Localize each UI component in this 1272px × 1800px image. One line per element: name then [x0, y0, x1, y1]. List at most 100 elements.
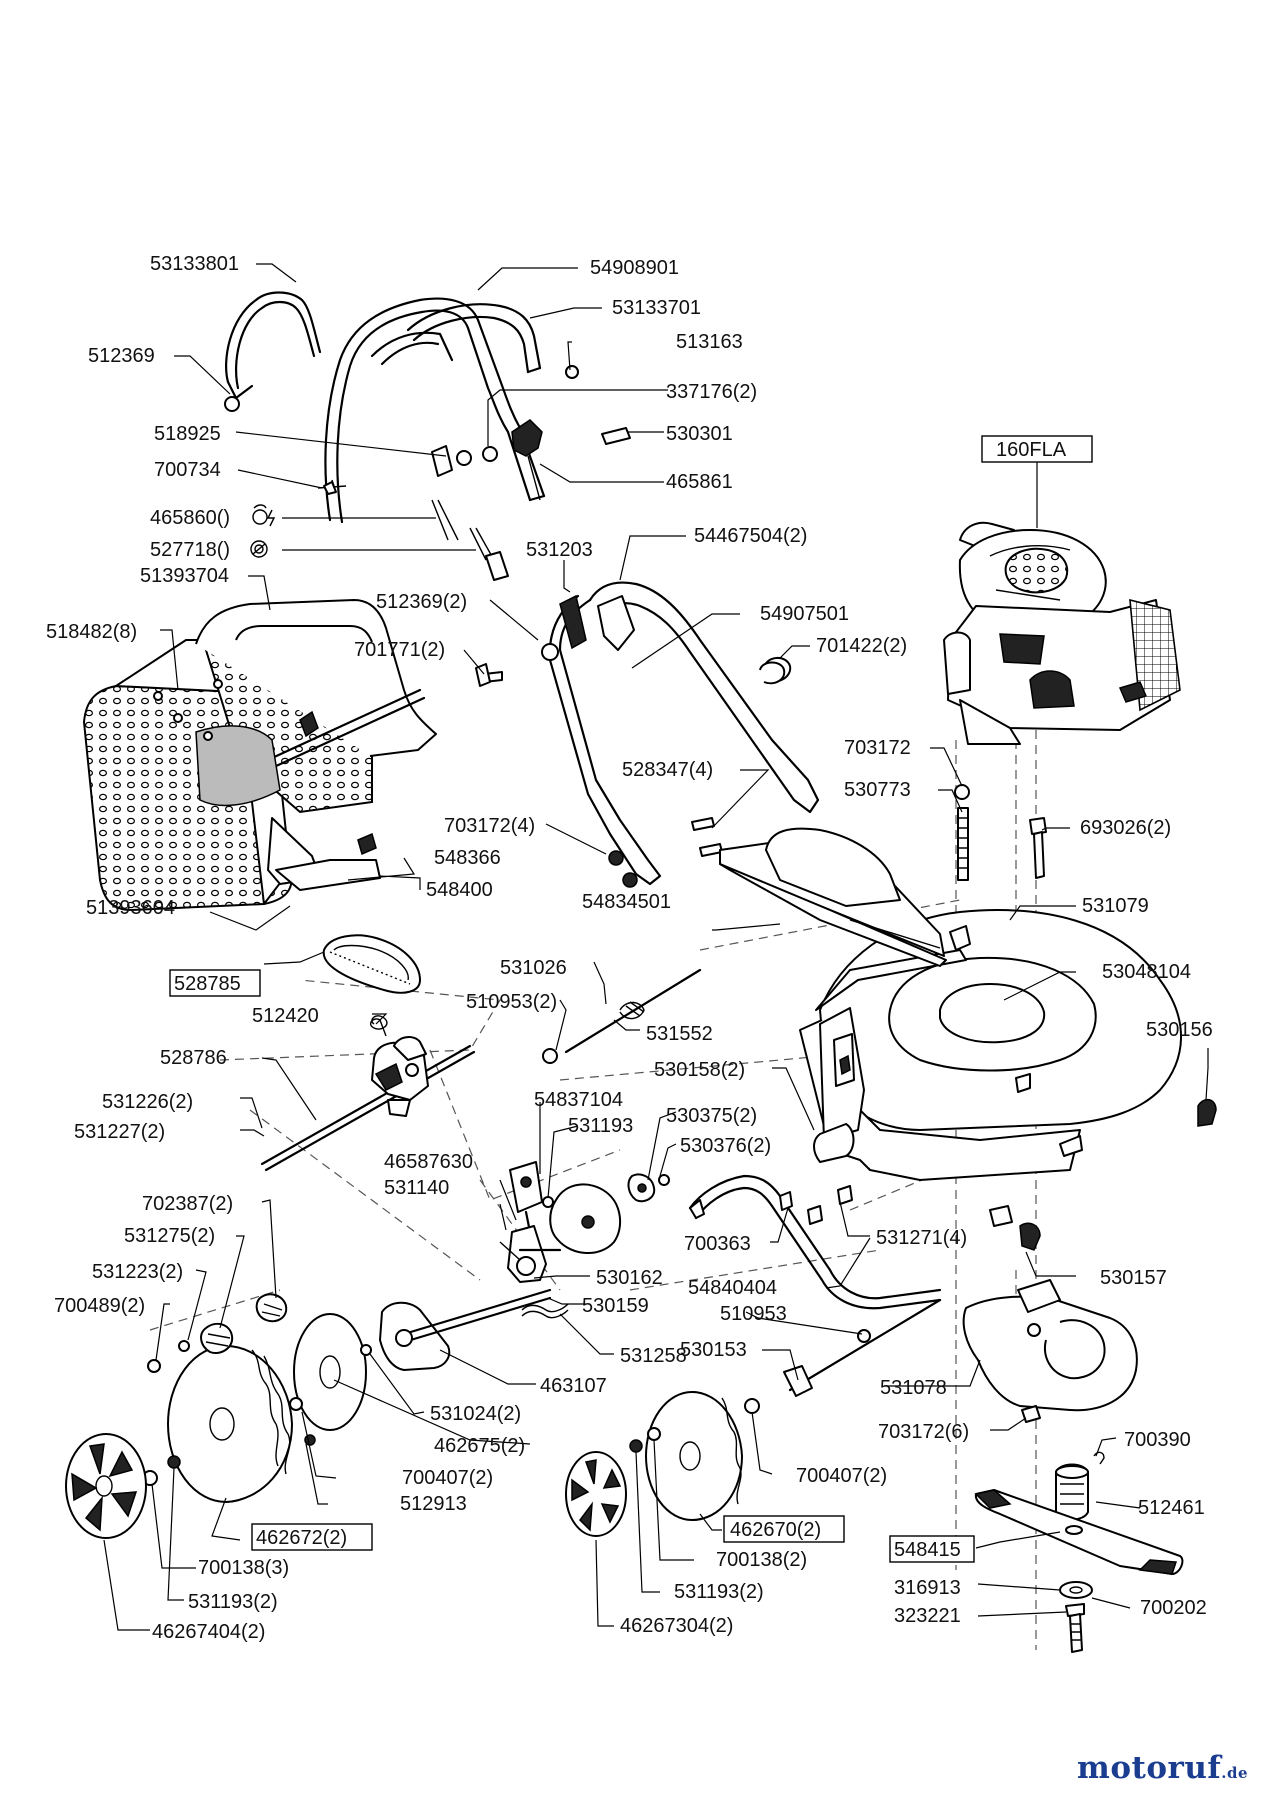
front-axle-530153 [783, 1298, 942, 1397]
label-530159: 530159 [582, 1295, 649, 1317]
washer-700407b [744, 1398, 760, 1414]
boxed-label-528785: 528785 [169, 969, 261, 997]
boxed-label-462670: 462670(2) [723, 1515, 845, 1543]
throttle-flame-icon [252, 504, 276, 527]
label-530773: 530773 [844, 779, 911, 801]
clip-530157 [1019, 1222, 1041, 1251]
label-510953b: 510953(2) [466, 991, 557, 1013]
label-462675: 462675(2) [434, 1435, 525, 1457]
bolt-700363 [779, 1191, 793, 1211]
boxed-label-462672: 462672(2) [251, 1523, 373, 1551]
label-510953: 510953 [720, 1303, 787, 1325]
label-700202: 700202 [1140, 1597, 1207, 1619]
rear-wheel-462672 [167, 1345, 316, 1503]
label-548366: 548366 [434, 847, 501, 869]
label-530301: 530301 [666, 423, 733, 445]
label-531193b: 531193(2) [188, 1591, 278, 1613]
label-531026: 531026 [500, 957, 567, 979]
nut-531193c [629, 1439, 643, 1453]
label-693026: 693026(2) [1080, 817, 1171, 839]
blade-bolt-323221 [1065, 1603, 1085, 1653]
label-46267304: 46267304(2) [620, 1615, 733, 1637]
label-700363: 700363 [684, 1233, 751, 1255]
blade-548415 [974, 1489, 1184, 1575]
lower-handle-54907501 [483, 581, 820, 886]
label-53048104: 53048104 [1102, 961, 1191, 983]
label-518482: 518482(8) [46, 621, 137, 643]
engine-160fla [943, 521, 1181, 745]
label-531024: 531024(2) [430, 1403, 521, 1425]
washer-700138b [647, 1427, 661, 1441]
grass-catcher-bag [82, 599, 437, 912]
drive-arm-46587630 [499, 1225, 562, 1283]
pin-700390 [1093, 1451, 1105, 1465]
label-463107: 463107 [540, 1375, 607, 1397]
svg-text:548415: 548415 [894, 1539, 961, 1561]
label-527718: 527718() [150, 539, 230, 561]
label-531227: 531227(2) [74, 1121, 165, 1143]
bolt-700734 [323, 481, 337, 495]
label-513163: 513163 [676, 331, 743, 353]
svg-text:462670(2): 462670(2) [730, 1519, 821, 1541]
label-53133701: 53133701 [612, 297, 701, 319]
watermark-logo: motoruf.de [1077, 1750, 1248, 1786]
part-labels: 53133801 54908901 53133701 512369 513163… [46, 253, 1213, 1643]
upper-handle-54908901 [324, 297, 546, 524]
cable-531026 [564, 968, 702, 1054]
label-700489: 700489(2) [54, 1295, 145, 1317]
label-528347: 528347(4) [622, 759, 713, 781]
clip-530156 [1197, 1098, 1217, 1127]
label-54907501: 54907501 [760, 603, 849, 625]
label-531140: 531140 [384, 1177, 449, 1199]
nut-531193b [167, 1455, 181, 1469]
label-316913: 316913 [894, 1577, 961, 1599]
label-531079: 531079 [1082, 895, 1149, 917]
bolt-531271b [837, 1185, 853, 1205]
boxed-label-160fla: 160FLA [981, 435, 1093, 463]
label-530153: 530153 [680, 1339, 747, 1361]
throttle-lever-assembly [224, 365, 631, 581]
boxed-label-548415: 548415 [889, 1535, 975, 1563]
engine-bolt-693026 [1029, 817, 1047, 879]
label-512369: 512369 [88, 345, 155, 367]
label-54837104: 54837104 [534, 1089, 623, 1111]
engine-stud-530773 [954, 784, 970, 881]
pivot-arm-54837104 [509, 1161, 543, 1234]
label-512461: 512461 [1138, 1497, 1205, 1519]
label-531275: 531275(2) [124, 1225, 215, 1247]
label-530158: 530158(2) [654, 1059, 745, 1081]
label-703172a: 703172 [844, 737, 911, 759]
front-wheel-462670 [645, 1391, 743, 1521]
spring-531258 [521, 1303, 569, 1319]
pulley-531193 [542, 1183, 622, 1255]
bushing-530375 [627, 1173, 670, 1203]
washer-531223 [178, 1340, 190, 1352]
label-700734: 700734 [154, 459, 221, 481]
label-518925: 518925 [154, 423, 221, 445]
label-700407a: 700407(2) [402, 1467, 493, 1489]
washer-700407a [289, 1397, 303, 1411]
label-700390: 700390 [1124, 1429, 1191, 1451]
label-531271: 531271(4) [876, 1227, 967, 1249]
label-531226: 531226(2) [102, 1091, 193, 1113]
blade-guard-531078 [962, 1279, 1138, 1412]
label-531078: 531078 [880, 1377, 947, 1399]
brake-stop-icon [250, 540, 268, 558]
wheel-cover-462675 [293, 1313, 372, 1431]
label-46587630: 46587630 [384, 1151, 473, 1173]
label-701422: 701422(2) [816, 635, 907, 657]
drive-belt-528785 [322, 934, 421, 994]
label-531258: 531258 [620, 1345, 687, 1367]
label-530157: 530157 [1100, 1267, 1167, 1289]
label-53133801: 53133801 [150, 253, 239, 275]
label-512420: 512420 [252, 1005, 319, 1027]
label-530162: 530162 [596, 1267, 663, 1289]
svg-text:462672(2): 462672(2) [256, 1527, 347, 1549]
hubcap-46267304 [565, 1451, 627, 1537]
blade-adapter-512461 [1055, 1463, 1089, 1521]
label-531203: 531203 [526, 539, 593, 561]
svg-text:528785: 528785 [174, 973, 241, 995]
label-54834501: 54834501 [582, 891, 671, 913]
hubcap-46267404 [65, 1433, 147, 1539]
